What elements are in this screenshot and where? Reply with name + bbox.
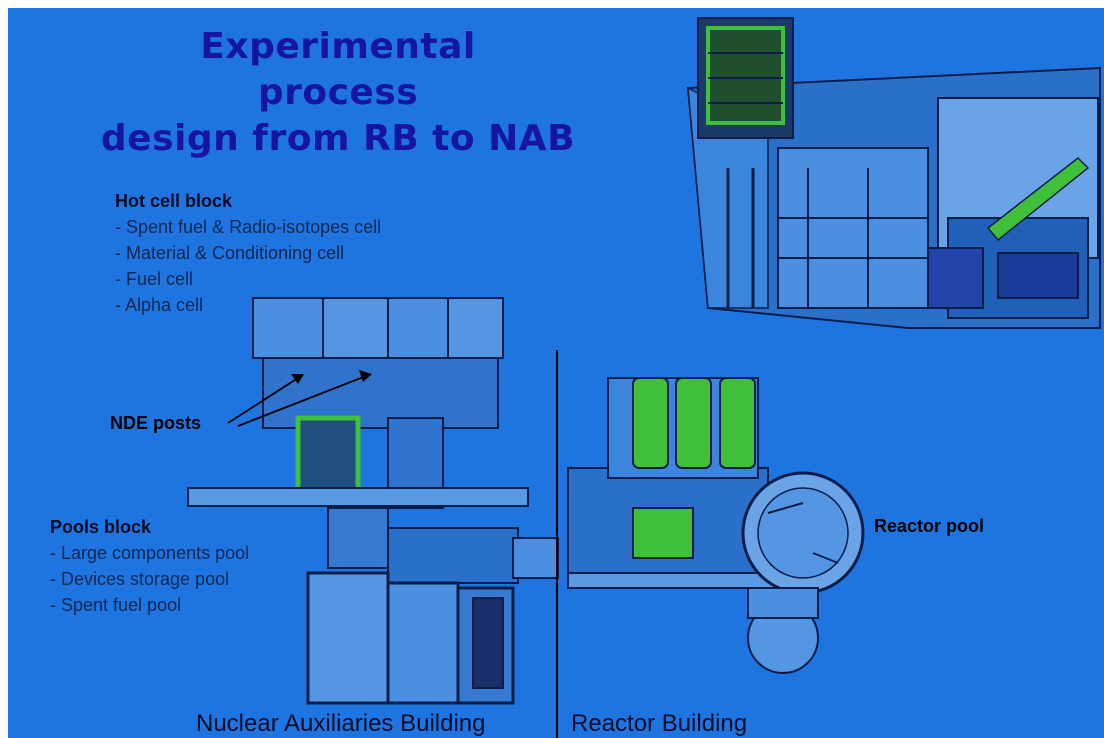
list-item: - Alpha cell bbox=[115, 295, 204, 315]
hot-cell-block-heading: Hot cell block bbox=[115, 191, 233, 211]
pools-structure bbox=[306, 537, 559, 705]
slide-title: Experimental process design from RB to N… bbox=[78, 24, 598, 162]
plant-illustration bbox=[187, 17, 1101, 738]
title-line-2: process bbox=[257, 72, 419, 113]
nuclear-auxiliaries-building-label: Nuclear Auxiliaries Building bbox=[196, 710, 486, 737]
hot-cell-structure bbox=[187, 297, 529, 584]
list-item: - Large components pool bbox=[50, 543, 250, 563]
list-item: - Devices storage pool bbox=[50, 569, 230, 589]
list-item: - Fuel cell bbox=[115, 269, 194, 289]
reactor-building-label: Reactor Building bbox=[571, 710, 748, 737]
title-line-3: design from RB to NAB bbox=[100, 118, 576, 159]
nde-arrows bbox=[227, 370, 372, 427]
nde-posts-label: NDE posts bbox=[110, 413, 202, 433]
list-item: - Material & Conditioning cell bbox=[115, 243, 345, 263]
reactor-pool-label: Reactor pool bbox=[874, 516, 985, 536]
title-line-1: Experimental bbox=[200, 26, 476, 67]
slide: Experimental process design from RB to N… bbox=[8, 8, 1104, 738]
reactor-building-cutaway bbox=[686, 17, 1101, 329]
reactor-building-structure bbox=[567, 377, 865, 674]
list-item: - Spent fuel pool bbox=[50, 595, 182, 615]
hot-cell-block-list: Hot cell block - Spent fuel & Radio-isot… bbox=[115, 188, 381, 318]
pools-block-list: Pools block - Large components pool - De… bbox=[50, 514, 249, 618]
list-item: - Spent fuel & Radio-isotopes cell bbox=[115, 217, 382, 237]
pools-block-heading: Pools block bbox=[50, 517, 152, 537]
